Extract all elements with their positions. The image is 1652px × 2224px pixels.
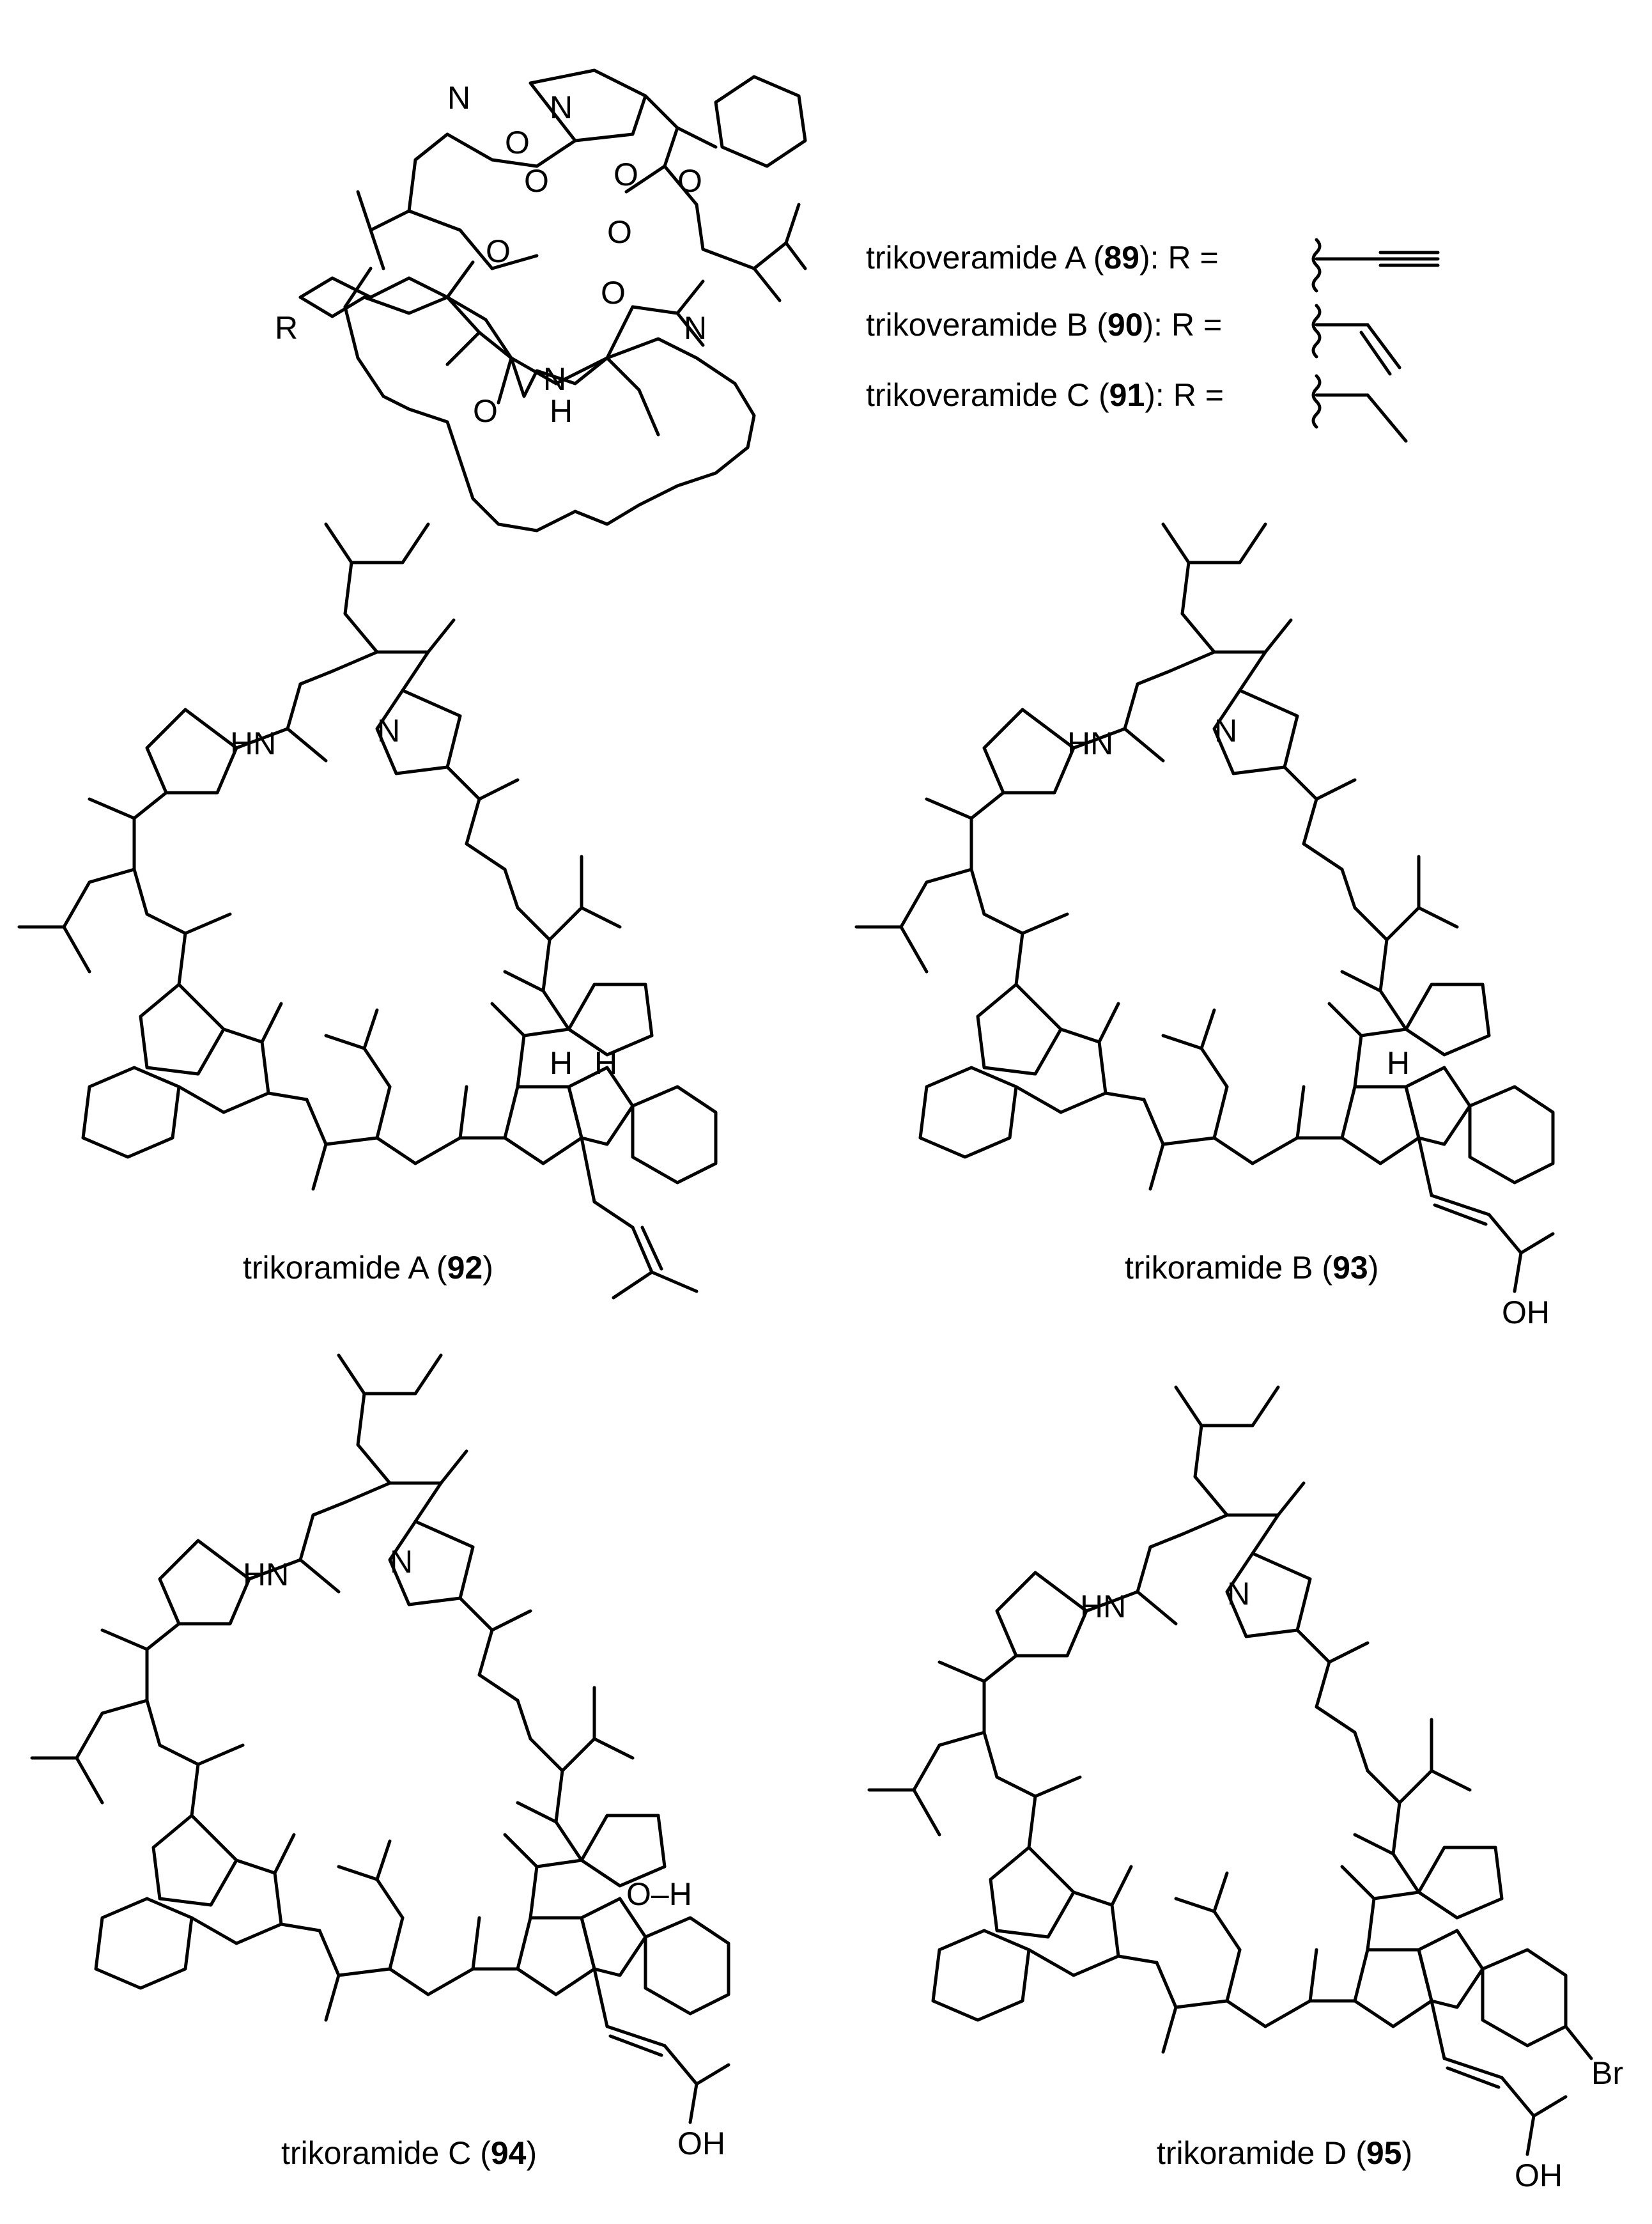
n-atom-label: N: [684, 310, 707, 346]
svg-text:trikoveramide A (89): R =: trikoveramide A (89): R =: [866, 240, 1219, 276]
trikoramide-d-structure: Br OH HN N: [869, 1387, 1623, 2193]
caption-trikoramide-c: trikoramide C (94): [281, 2135, 537, 2171]
h-atom-label: H: [550, 1045, 573, 1081]
n-atom-label: H: [594, 1045, 617, 1081]
svg-text:trikoveramide B (90): R =: trikoveramide B (90): R =: [866, 307, 1222, 343]
n-oh-atom-label: O–H: [626, 1876, 692, 1912]
n-atom-label: N: [377, 713, 400, 749]
caption-trikoramide-b: trikoramide B (93): [1125, 1250, 1378, 1286]
n-atom-label: N: [543, 361, 566, 397]
o-atom-label: O: [505, 125, 530, 160]
trikoramide-a-structure: HN N H H: [19, 524, 716, 1300]
hn-atom-label: HN: [1080, 1589, 1126, 1624]
o-atom-label: O: [677, 163, 702, 199]
hn-atom-label: HN: [243, 1557, 289, 1592]
legend-row-b: trikoveramide B (90): R =: [866, 304, 1401, 376]
o-atom-label: O: [601, 275, 626, 311]
svg-text:trikoveramide C (91): R =: trikoveramide C (91): R =: [866, 377, 1224, 413]
hn-atom-label: HN: [230, 726, 276, 761]
oh-atom-label: OH: [1502, 1295, 1550, 1330]
n-atom-label: N: [390, 1544, 413, 1580]
trikoveramide-structure: R N N O O O O O O O N N H O: [275, 68, 807, 533]
n-atom-label: N: [550, 89, 573, 125]
caption-trikoramide-d: trikoramide D (95): [1157, 2135, 1412, 2171]
oh-atom-label: OH: [677, 2126, 725, 2161]
o-atom-label: O: [524, 163, 549, 199]
r-group-label: R: [275, 310, 298, 346]
o-atom-label: O: [614, 157, 638, 192]
trikoramide-b-structure: OH HN N H: [856, 524, 1555, 1330]
o-atom-label: O: [607, 214, 632, 250]
caption-trikoramide-a: trikoramide A (92): [243, 1250, 493, 1286]
trikoramide-c-structure: OH O–H HN N: [32, 1355, 730, 2161]
h-atom-label: H: [1387, 1045, 1410, 1081]
n-atom-label: N: [447, 80, 470, 116]
o-atom-label: O: [473, 393, 498, 429]
legend-row-c: trikoveramide C (91): R =: [866, 374, 1408, 443]
legend-row-a: trikoveramide A (89): R =: [866, 238, 1440, 293]
h-atom-label: H: [550, 393, 573, 429]
oh-atom-label: OH: [1515, 2158, 1563, 2193]
trikoveramide-legend: trikoveramide A (89): R = trikoveramide …: [866, 238, 1440, 443]
n-atom-label: N: [1214, 713, 1237, 749]
br-atom-label: Br: [1591, 2055, 1623, 2091]
n-atom-label: N: [1227, 1576, 1250, 1612]
o-atom-label: O: [486, 233, 511, 269]
hn-atom-label: HN: [1067, 726, 1113, 761]
